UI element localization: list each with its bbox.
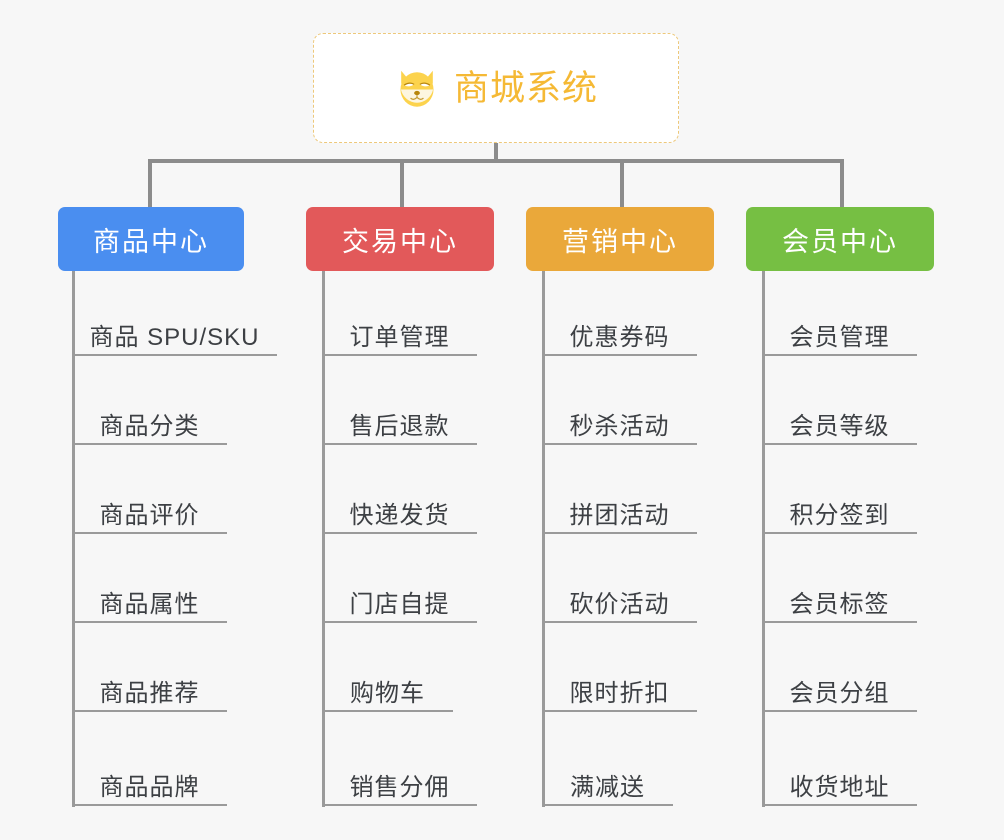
connector-drop-3 [620, 159, 624, 207]
category-label: 会员中心 [782, 226, 898, 257]
list-item-label: 优惠券码 [569, 323, 670, 351]
list-item[interactable]: 商品属性 [72, 583, 227, 623]
list-item-label: 拼团活动 [569, 501, 670, 529]
list-item-label: 会员标签 [789, 590, 890, 618]
list-item[interactable]: 秒杀活动 [542, 405, 697, 445]
category-label: 商品中心 [93, 226, 209, 257]
list-item[interactable]: 优惠券码 [542, 316, 697, 356]
list-item-label: 限时折扣 [569, 679, 670, 707]
list-item[interactable]: 商品分类 [72, 405, 227, 445]
list-item-label: 商品品牌 [99, 773, 200, 801]
root-node[interactable]: 商城系统 [313, 33, 679, 143]
column-spine-3 [542, 271, 545, 807]
column-spine-2 [322, 271, 325, 807]
list-item-label: 商品分类 [99, 412, 200, 440]
list-item-label: 门店自提 [349, 590, 450, 618]
list-item[interactable]: 拼团活动 [542, 494, 697, 534]
root-label: 商城系统 [453, 68, 598, 108]
list-item[interactable]: 收货地址 [762, 766, 917, 806]
connector-root-stem [494, 143, 498, 161]
list-item-label: 商品 SPU/SKU [89, 323, 260, 351]
category-label: 交易中心 [342, 226, 458, 257]
list-item-label: 商品属性 [99, 590, 200, 618]
category-label: 营销中心 [562, 226, 678, 257]
list-item[interactable]: 售后退款 [322, 405, 477, 445]
list-item[interactable]: 快递发货 [322, 494, 477, 534]
list-item[interactable]: 满减送 [542, 766, 673, 806]
list-item-label: 收货地址 [789, 773, 890, 801]
list-item-label: 积分签到 [789, 501, 890, 529]
list-item[interactable]: 积分签到 [762, 494, 917, 534]
connector-drop-1 [148, 159, 152, 207]
connector-bus [148, 159, 844, 163]
list-item[interactable]: 限时折扣 [542, 672, 697, 712]
category-header-marketing[interactable]: 营销中心 [526, 207, 714, 271]
list-item-label: 会员管理 [789, 323, 890, 351]
list-item-label: 秒杀活动 [569, 412, 670, 440]
list-item-label: 会员分组 [789, 679, 890, 707]
shiba-dog-icon [400, 70, 434, 107]
list-item-label: 销售分佣 [349, 773, 450, 801]
list-item[interactable]: 购物车 [322, 672, 453, 712]
list-item-label: 快递发货 [349, 501, 450, 529]
column-spine-4 [762, 271, 765, 807]
list-item-label: 会员等级 [789, 412, 890, 440]
list-item[interactable]: 门店自提 [322, 583, 477, 623]
list-item-label: 订单管理 [349, 323, 450, 351]
list-item[interactable]: 会员等级 [762, 405, 917, 445]
category-header-member[interactable]: 会员中心 [746, 207, 934, 271]
connector-drop-2 [400, 159, 404, 207]
list-item[interactable]: 商品评价 [72, 494, 227, 534]
list-item-label: 砍价活动 [569, 590, 670, 618]
list-item[interactable]: 订单管理 [322, 316, 477, 356]
list-item-label: 售后退款 [349, 412, 450, 440]
list-item[interactable]: 会员分组 [762, 672, 917, 712]
list-item[interactable]: 商品推荐 [72, 672, 227, 712]
category-header-trade[interactable]: 交易中心 [306, 207, 494, 271]
column-spine-1 [72, 271, 75, 807]
list-item[interactable]: 商品品牌 [72, 766, 227, 806]
list-item[interactable]: 砍价活动 [542, 583, 697, 623]
list-item[interactable]: 销售分佣 [322, 766, 477, 806]
category-header-product[interactable]: 商品中心 [58, 207, 244, 271]
list-item[interactable]: 会员标签 [762, 583, 917, 623]
list-item-label: 商品评价 [99, 501, 200, 529]
list-item[interactable]: 商品 SPU/SKU [72, 316, 277, 356]
list-item[interactable]: 会员管理 [762, 316, 917, 356]
list-item-label: 商品推荐 [99, 679, 200, 707]
list-item-label: 满减送 [570, 773, 645, 801]
list-item-label: 购物车 [350, 679, 425, 707]
connector-drop-4 [840, 159, 844, 207]
